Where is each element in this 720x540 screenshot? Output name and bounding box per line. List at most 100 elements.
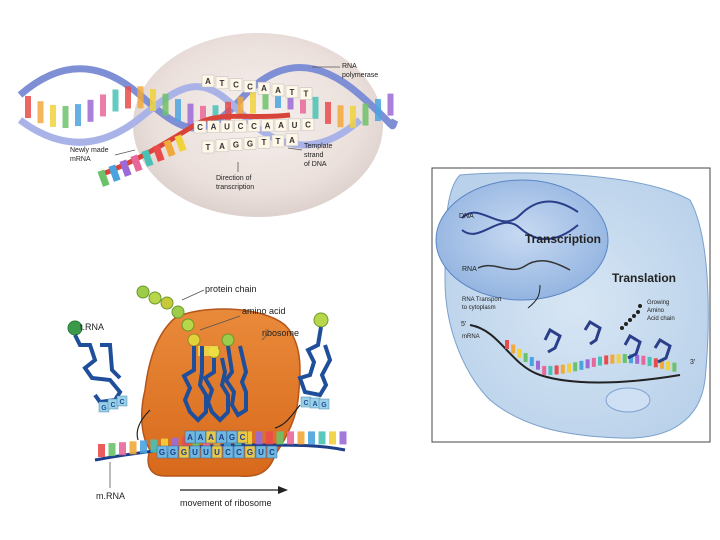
cell-mrna-nucleotide <box>616 354 621 364</box>
mrna-tail-base <box>152 144 165 162</box>
cell-mrna-nucleotide <box>635 354 640 364</box>
mrna-nucleotide <box>297 431 305 445</box>
dna-rung <box>375 99 381 122</box>
codon-bottom-box <box>167 445 179 459</box>
cell-mrna-nucleotide <box>579 360 584 370</box>
mrna-base-box <box>301 118 315 131</box>
trna-middle-1 <box>181 346 208 423</box>
mrna-tail-base <box>119 159 132 177</box>
trna-left <box>67 320 123 405</box>
top-base-box <box>215 76 229 90</box>
anticodon-left-box <box>116 395 128 407</box>
mrna-nucleotide <box>98 444 105 457</box>
cell-mrna-nucleotide <box>591 357 596 367</box>
cell-label-five-prime: 5' <box>461 321 466 328</box>
dna-rung <box>237 96 244 119</box>
codon-top-letter: A <box>208 433 214 442</box>
leader-line-template <box>287 147 303 151</box>
cell-nucleus <box>435 179 609 301</box>
dna-rung <box>100 94 106 117</box>
label-movement: movement of ribosome <box>180 498 272 508</box>
dna-rung <box>250 91 256 114</box>
dna-rung <box>162 93 169 116</box>
codon-bottom-box <box>189 445 201 459</box>
trna-middle-2 <box>202 357 230 423</box>
label-trna: t.RNA <box>80 322 104 332</box>
codon-bottom-letter: G <box>247 448 253 457</box>
dna-rung <box>312 96 319 119</box>
cell-mrna-nucleotide <box>517 348 522 358</box>
cell-mrna-nucleotide <box>647 356 652 366</box>
label-of-dna: of DNA <box>304 161 327 168</box>
codon-top-letter: A <box>187 433 193 442</box>
template-base-letter: T <box>206 143 211 152</box>
dna-rung <box>50 104 56 127</box>
template-base-letter: G <box>233 141 239 150</box>
template-base-box <box>229 138 243 151</box>
dna-strand-b <box>17 83 363 149</box>
top-base-box <box>285 85 299 99</box>
mrna-tail-base <box>163 139 176 157</box>
mrna-base-letter: C <box>197 123 203 132</box>
dna-rung <box>87 99 94 122</box>
codon-bottom-box <box>200 445 212 459</box>
amino-acid-bead <box>148 291 162 305</box>
dna-rung <box>387 93 394 116</box>
cell-label-dna: DNA <box>459 213 474 220</box>
anticodon-right-letter: A <box>312 401 317 408</box>
codon-bottom-box <box>156 445 168 459</box>
cell-mrna-nucleotide <box>554 365 559 375</box>
mrna-base-letter: U <box>224 122 230 131</box>
codon-bottom-box <box>222 445 234 459</box>
leader-line-mrna <box>114 149 136 156</box>
anticodon-left-letter: C <box>110 402 115 409</box>
leader-amino-acid <box>199 315 241 331</box>
cell-trna-icons <box>543 319 672 364</box>
cell-mrna-nucleotide <box>629 354 633 364</box>
arrow-trna-in <box>274 404 301 429</box>
anticodon-right-box <box>318 398 330 410</box>
cell-mrna-strand <box>469 324 681 384</box>
dna-rung <box>62 105 69 128</box>
template-base-letter: A <box>219 142 225 151</box>
top-base-letter: A <box>261 84 267 93</box>
cell-label-translation: Translation <box>612 271 676 285</box>
codon-bottom-box <box>255 445 267 459</box>
anticodon-left-letter: C <box>119 399 124 406</box>
dna-rung <box>275 86 281 109</box>
amino-acid-bead <box>160 296 174 310</box>
template-base-box <box>215 139 229 153</box>
mrna-nucleotide <box>150 439 158 453</box>
cell-mrna-nucleotide <box>505 340 509 349</box>
mrna-base-box <box>274 118 288 132</box>
codon-bottom-box <box>178 445 190 459</box>
amino-acid-bead <box>221 333 235 347</box>
mrna-nucleotide <box>276 431 284 445</box>
label-newly-made-mrna: mRNA <box>70 156 91 163</box>
dna-base-pairs <box>25 86 394 128</box>
mrna-tail-base <box>108 164 121 182</box>
cell-label-rna-transport: RNA Transport <box>462 297 502 303</box>
cell-amino-chain <box>620 304 642 330</box>
dna-rung <box>200 105 206 128</box>
cell-dna-strand-a <box>461 200 579 223</box>
mrna-base-box <box>261 119 274 132</box>
dna-rung <box>37 101 44 124</box>
dna-rung <box>300 91 306 114</box>
label-template: Template <box>304 143 333 150</box>
mrna-base-box <box>288 118 301 132</box>
trna-middle-3 <box>223 345 249 418</box>
codon-top-box <box>184 430 196 444</box>
template-base-letter: T <box>276 137 281 146</box>
mrna-nucleotide <box>129 441 137 455</box>
cell-mrna-nucleotide <box>573 362 578 372</box>
cell-mrna-nucleotide <box>622 354 627 364</box>
top-base-letter: T <box>220 79 225 88</box>
dna-rung <box>350 105 356 128</box>
codon-bottom-box <box>211 445 223 459</box>
top-base-letter: T <box>304 90 309 99</box>
